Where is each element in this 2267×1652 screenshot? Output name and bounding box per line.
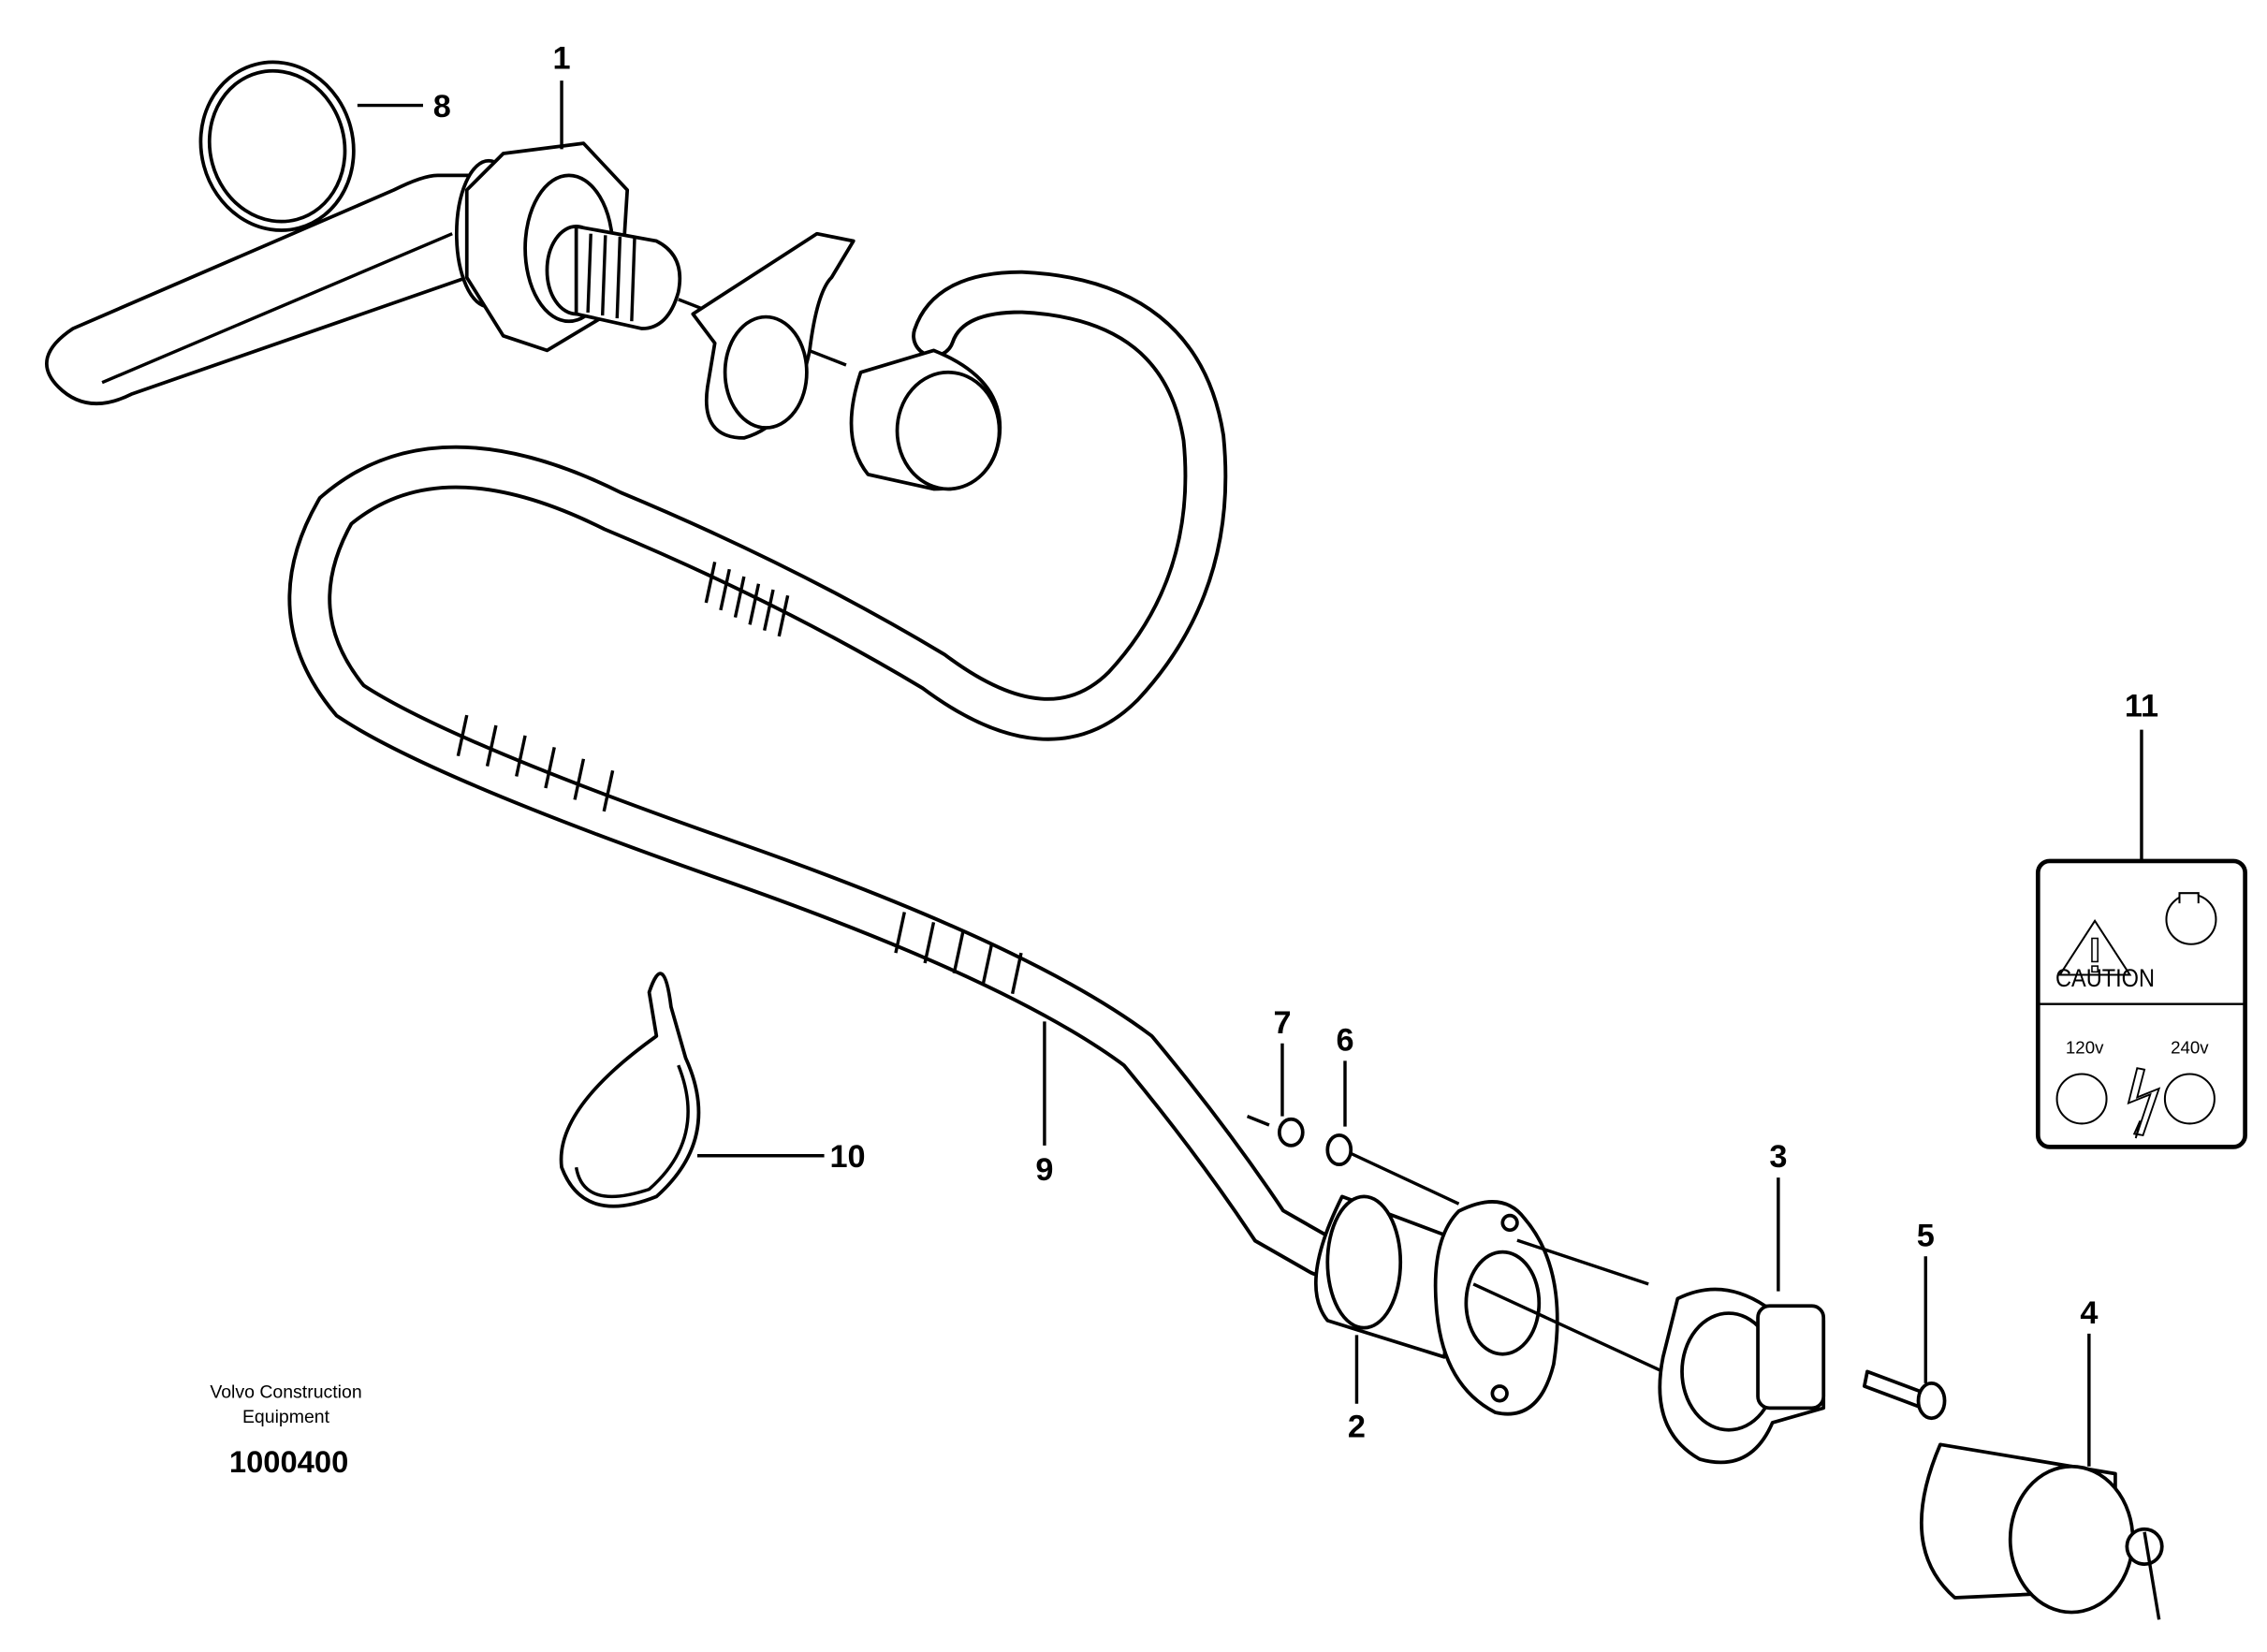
company-name-line1: Volvo Construction: [210, 1382, 361, 1402]
socket-120v-icon: [2055, 1073, 2108, 1125]
callout-6: 6: [1336, 1023, 1353, 1059]
callout-1: 1: [553, 41, 571, 77]
lightning-bolt-icon: [2127, 1067, 2161, 1139]
callout-10: 10: [829, 1139, 865, 1175]
callout-2: 2: [1348, 1410, 1366, 1445]
hose-end-cap: [849, 348, 1002, 491]
protective-cap: [1919, 1442, 2164, 1620]
callout-7: 7: [1273, 1005, 1291, 1041]
socket-240v-icon: [2163, 1073, 2216, 1125]
caution-text: CAUTION: [2055, 964, 2155, 992]
warning-triangle-icon: [2057, 918, 2132, 976]
company-name-line2: Equipment: [242, 1407, 330, 1427]
drawing-number: 1000400: [229, 1444, 348, 1479]
socket-housing: [1313, 1194, 1664, 1416]
screw: [1862, 1369, 1947, 1421]
heater-nut-fitting: [454, 141, 847, 367]
plug-socket-icon: [2165, 892, 2217, 945]
caution-label: CAUTION 120v 240v: [2035, 858, 2247, 1149]
callout-5: 5: [1917, 1218, 1935, 1253]
socket-cover: [1658, 1287, 1826, 1465]
cable-tie: [559, 972, 701, 1208]
callout-11: 11: [2125, 689, 2158, 724]
leader-lines: [357, 80, 2143, 1467]
o-ring: [198, 60, 356, 232]
callout-4: 4: [2080, 1295, 2098, 1331]
hose: [287, 270, 1342, 1278]
callout-9: 9: [1035, 1152, 1053, 1188]
voltage-240-label: 240v: [2171, 1038, 2209, 1058]
hose-clamp: [691, 231, 856, 440]
nut-and-washer: [1246, 1115, 1460, 1206]
callout-8: 8: [433, 89, 451, 124]
voltage-120-label: 120v: [2066, 1038, 2104, 1058]
heater-element: [45, 173, 484, 406]
callout-3: 3: [1769, 1139, 1787, 1175]
